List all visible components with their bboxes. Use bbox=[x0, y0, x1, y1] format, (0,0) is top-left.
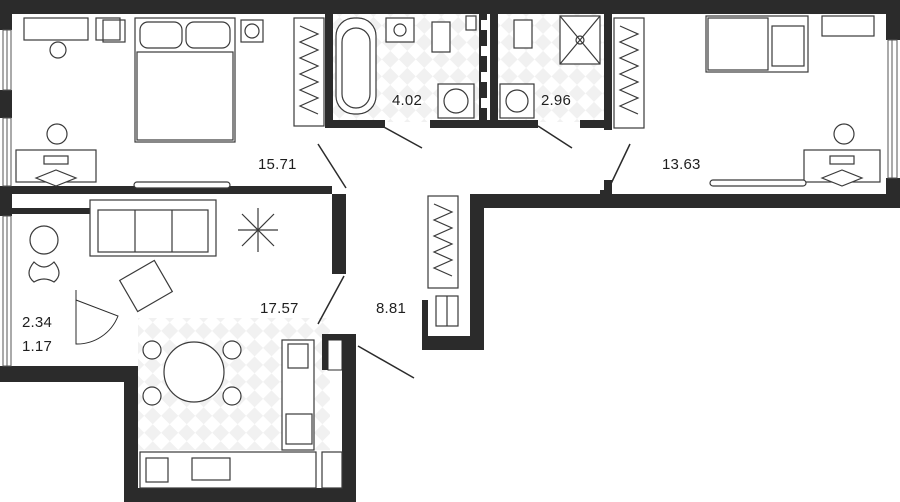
room-area-wc: 2.96 bbox=[541, 92, 571, 109]
ventilation-shafts bbox=[481, 20, 487, 108]
room-area-loggia-reduced: 1.17 bbox=[22, 338, 52, 355]
room-area-bathroom: 4.02 bbox=[392, 92, 422, 109]
utility-column bbox=[327, 339, 343, 371]
room-area-loggia: 2.34 bbox=[22, 314, 52, 331]
room-area-bedroom-2: 13.63 bbox=[662, 156, 701, 173]
doors bbox=[75, 125, 631, 379]
room-area-living-kitchen: 17.57 bbox=[260, 300, 299, 317]
room-area-hallway: 8.81 bbox=[376, 300, 406, 317]
windows bbox=[2, 29, 898, 367]
furniture bbox=[15, 15, 881, 489]
room-area-bedroom-1: 15.71 bbox=[258, 156, 297, 173]
